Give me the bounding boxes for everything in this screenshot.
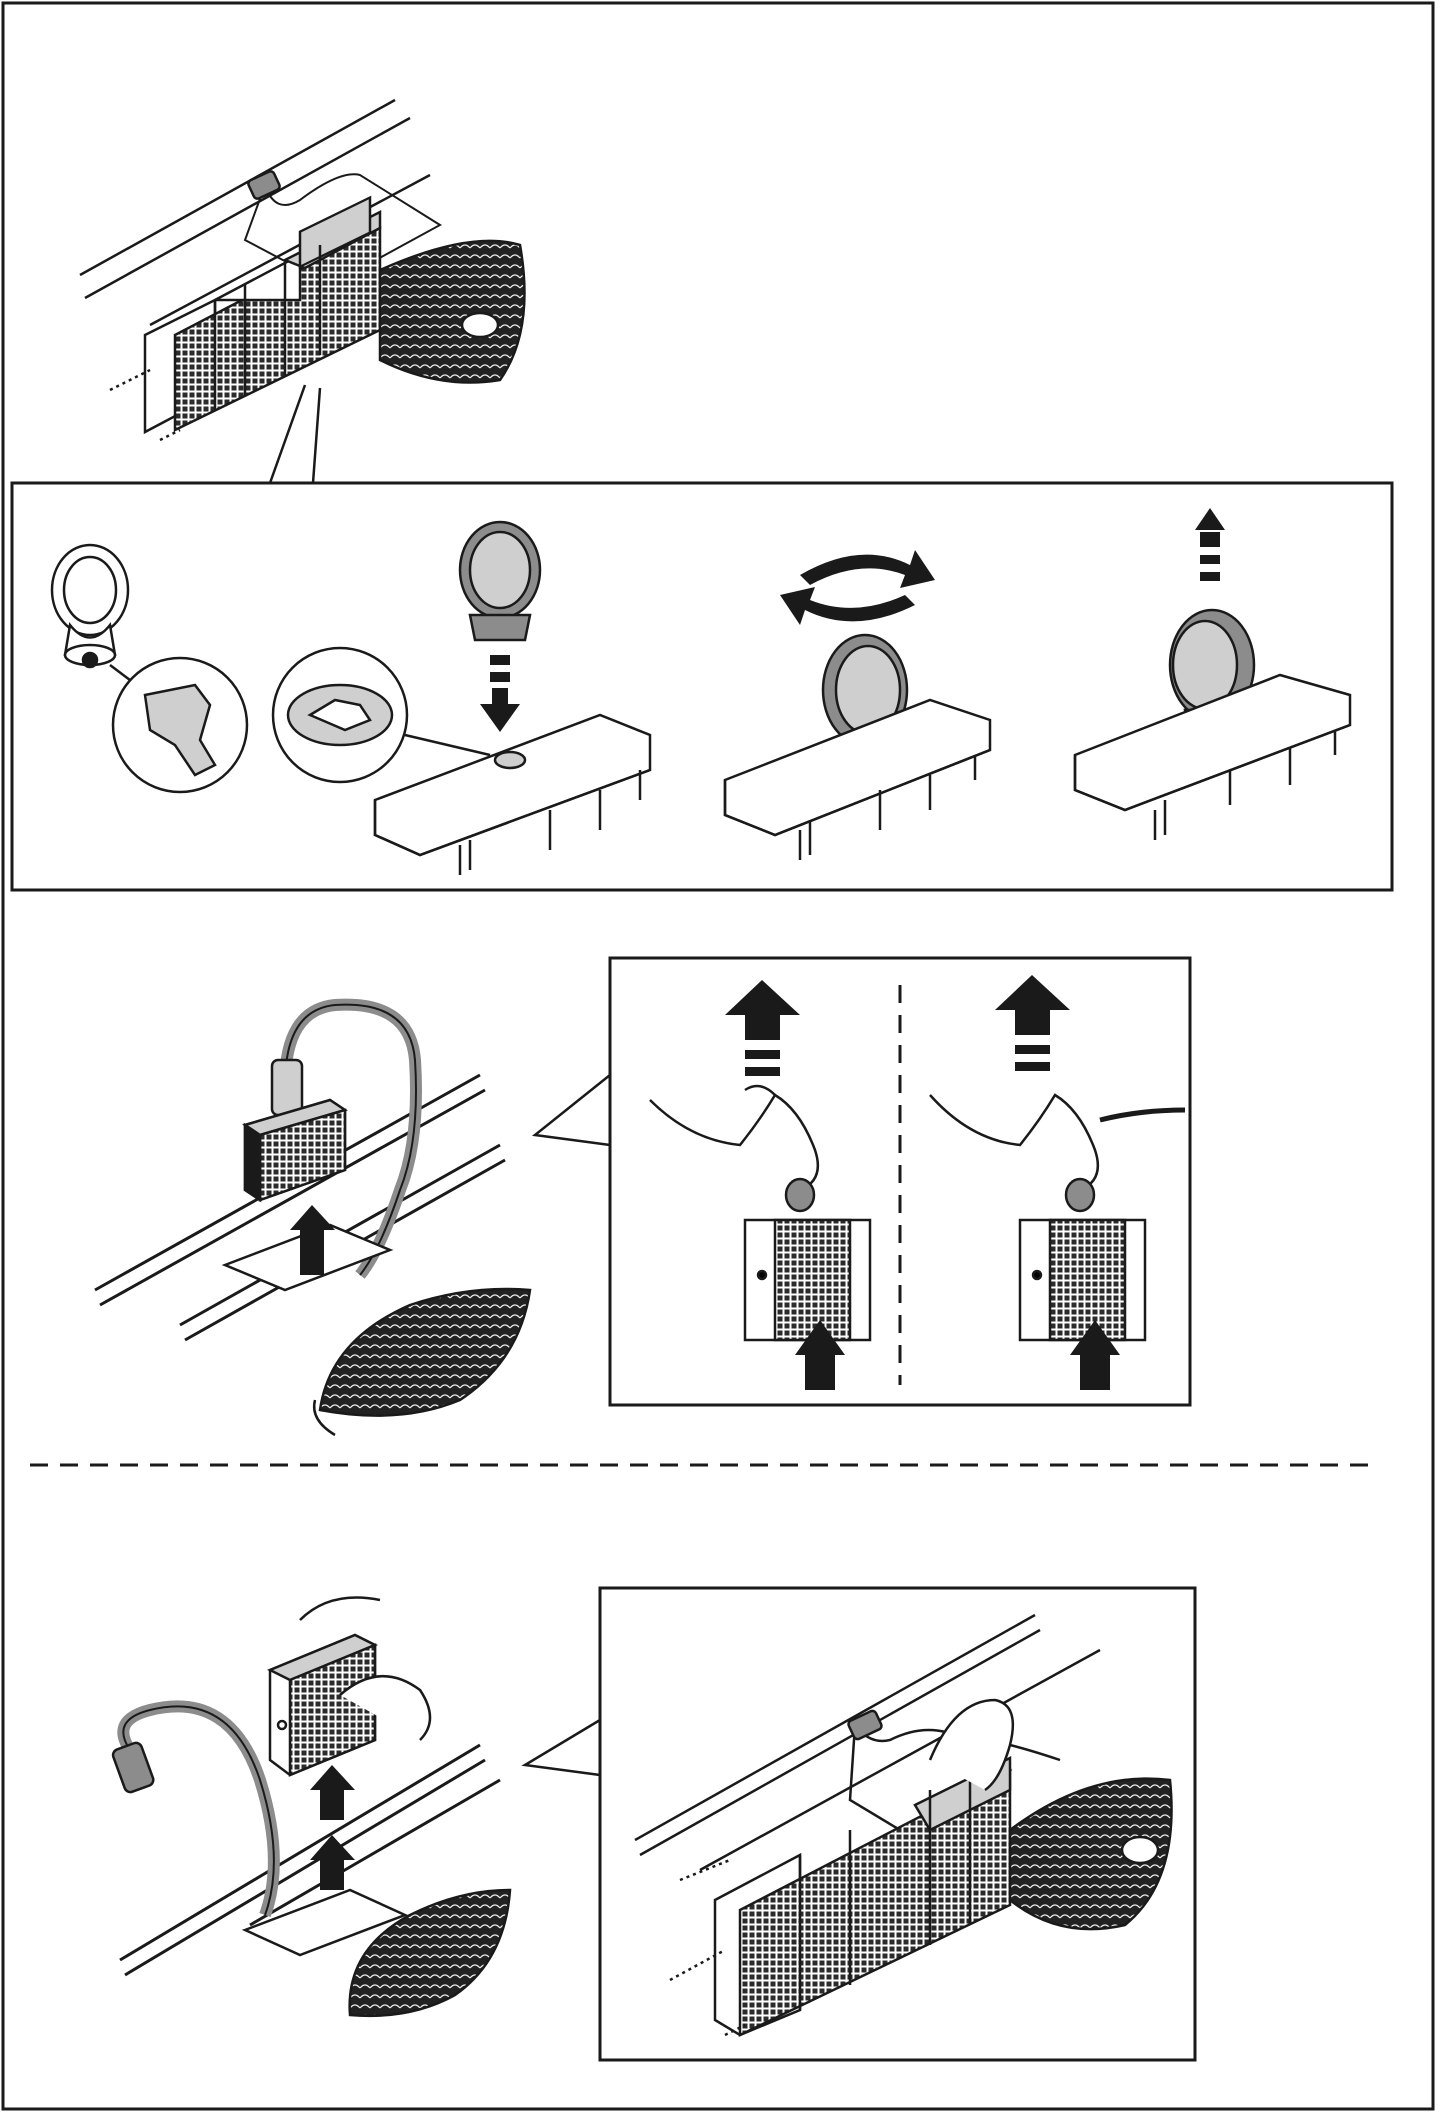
plug-icon	[270, 1058, 304, 1117]
fan-icon	[348, 1888, 512, 2018]
install-filter-illustration	[111, 1596, 512, 2018]
key-tip-magnifier-icon	[109, 656, 249, 794]
key-detail-panel	[10, 481, 1394, 892]
callout-pointer	[521, 1718, 601, 1777]
install-filter-detail-panel	[598, 1586, 1197, 2062]
arrow-up-icon	[1195, 508, 1225, 581]
arrow-up-icon	[995, 975, 1070, 1071]
fan-icon	[378, 239, 526, 384]
plug-icon	[847, 1709, 883, 1741]
step-rotate-key	[723, 550, 992, 860]
filter-boxes	[143, 195, 382, 435]
filter-box	[242, 1098, 348, 1203]
step-insert-key	[373, 520, 652, 875]
arrow-up-icon	[1070, 1320, 1120, 1390]
step-lift-key	[1073, 508, 1352, 840]
arrow-up-icon	[310, 1765, 355, 1820]
rotate-icon	[780, 550, 935, 625]
arrow-up-icon	[725, 980, 800, 1076]
key-tool-icon	[50, 543, 130, 669]
arrow-up-icon	[310, 1835, 355, 1890]
arrow-up-icon	[290, 1205, 335, 1275]
filter-box-in-hand	[266, 1596, 432, 1777]
arrow-up-icon	[795, 1320, 845, 1390]
remove-filter-detail-panel	[608, 956, 1192, 1407]
fan-icon	[312, 1287, 532, 1437]
fan-icon	[1008, 1777, 1173, 1931]
filter-boxes	[713, 1755, 1012, 2037]
plug-icon	[247, 170, 281, 200]
plug-icon	[111, 1741, 155, 1794]
socket-magnifier-icon	[271, 646, 491, 784]
callout-pointer	[531, 1074, 611, 1147]
filter-lift-variant-a	[649, 980, 872, 1390]
arrow-down-icon	[480, 655, 520, 732]
overview-illustration	[79, 98, 526, 484]
filter-lift-variant-b	[929, 975, 1186, 1390]
remove-filter-illustration	[94, 998, 532, 1437]
